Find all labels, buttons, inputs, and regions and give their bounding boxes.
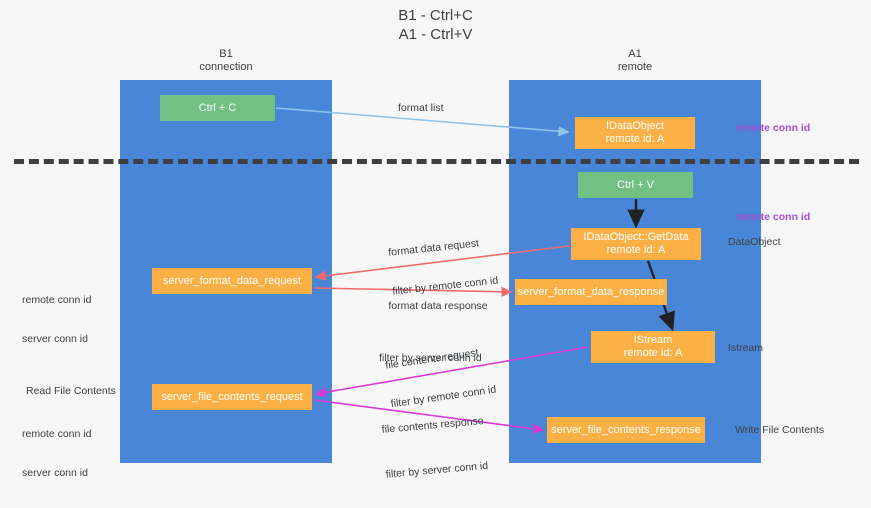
- node-ctrl-c[interactable]: Ctrl + C: [160, 95, 275, 121]
- diagram-canvas: B1 - Ctrl+C A1 - Ctrl+V B1 connection A1…: [14, 7, 859, 481]
- page-title: B1 - Ctrl+C A1 - Ctrl+V: [398, 7, 473, 43]
- side-label-server-conn-id-1: server conn id: [22, 333, 88, 345]
- edge-label-format-list: format list: [398, 102, 444, 114]
- side-label-conn-ids-upper: remote conn id server conn id: [22, 268, 91, 372]
- side-label-istream: Istream: [728, 342, 764, 354]
- side-label-remote-conn-id-mid: remote conn id: [735, 211, 811, 223]
- node-istream[interactable]: IStream remote id: A: [591, 331, 715, 363]
- side-label-server-conn-id-2: server conn id: [22, 467, 88, 479]
- edge-label-file-contents-response: file contents response filter by server …: [379, 389, 491, 508]
- filter-key-server-conn-id: server conn id: [415, 352, 482, 364]
- edge-label-format-data-response: format data response filter by server co…: [379, 274, 497, 391]
- lane-header-a1: A1 remote: [617, 48, 653, 73]
- side-label-dataobject: DataObject: [728, 236, 781, 248]
- edge-label-format-data-response-filter: filter by server conn id: [379, 352, 497, 365]
- node-idataobject-getdata[interactable]: IDataObject::GetData remote id: A: [571, 228, 701, 260]
- edge-label-format-data-response-text: format data response: [388, 300, 488, 312]
- side-label-remote-conn-id-1: remote conn id: [22, 294, 92, 306]
- edge-label-file-contents-request-text: file contents request: [384, 346, 480, 372]
- edge-label-format-data-request-text: format data request: [387, 237, 480, 259]
- side-label-write-file-contents: Write File Contents: [735, 424, 825, 436]
- side-label-read-file-contents: Read File Contents: [26, 385, 116, 397]
- filter-prefix: filter by: [379, 352, 416, 364]
- edge-label-file-contents-response-filter: filter by server conn id: [385, 460, 488, 482]
- side-label-remote-conn-id-2: remote conn id: [22, 428, 92, 440]
- section-divider: [14, 159, 859, 164]
- node-server-file-contents-request[interactable]: server_file_contents_request: [152, 384, 312, 410]
- node-server-file-contents-response[interactable]: server_file_contents_response: [547, 417, 705, 443]
- side-label-conn-ids-lower: remote conn id server conn id: [22, 402, 91, 506]
- filter-key-server-conn-id: server conn id: [421, 459, 489, 478]
- edge-label-file-contents-response-text: file contents response: [381, 414, 485, 436]
- node-idataobject[interactable]: IDataObject remote id: A: [575, 117, 695, 149]
- lane-header-b1: B1 connection: [199, 48, 253, 73]
- filter-prefix: filter by: [385, 465, 423, 481]
- side-label-remote-conn-id-top: remote conn id: [735, 122, 811, 134]
- node-server-format-data-request[interactable]: server_format_data_request: [152, 268, 312, 294]
- node-ctrl-v[interactable]: Ctrl + V: [578, 172, 693, 198]
- node-server-format-data-response[interactable]: server_format_data_response: [515, 279, 667, 305]
